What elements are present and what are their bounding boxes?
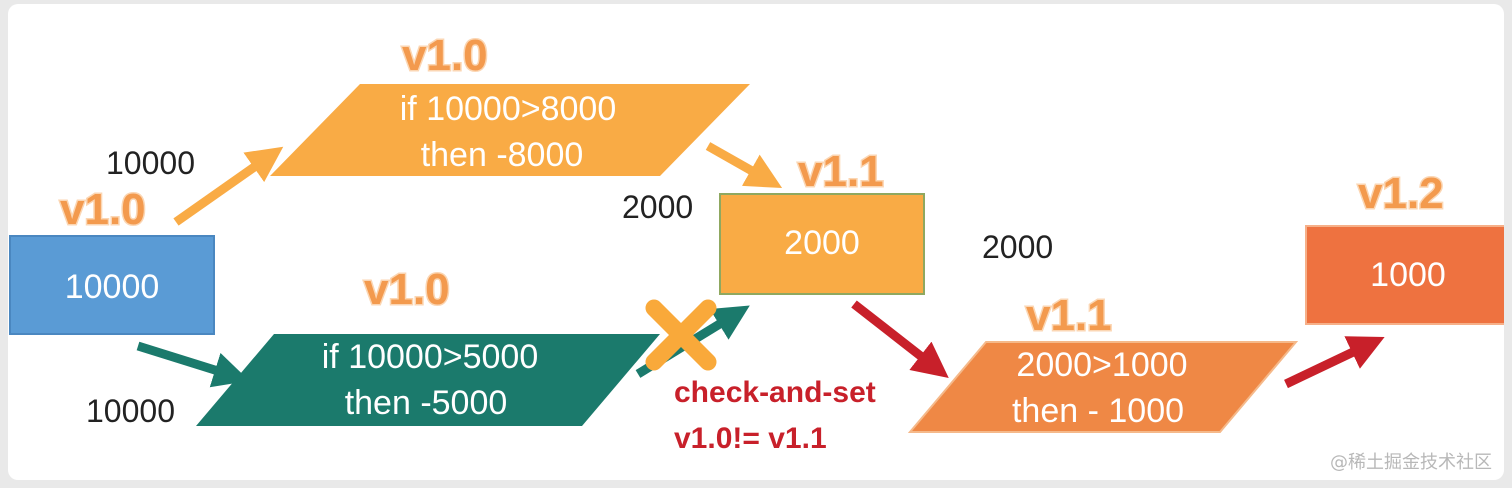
third-input-value: 2000 bbox=[982, 229, 1053, 265]
lower-operation-box bbox=[196, 334, 660, 426]
cas-diagram: 10000 v1.0 10000 v1.0 if 10000>8000 then… bbox=[9, 30, 1504, 473]
cross-icon bbox=[645, 299, 717, 371]
lower-operation-line2: then -5000 bbox=[345, 384, 508, 422]
initial-version-label: v1.0 bbox=[60, 185, 146, 234]
conflict-text-line1: check-and-set bbox=[674, 376, 876, 409]
watermark-text: @稀土掘金技术社区 bbox=[1330, 452, 1492, 473]
upper-operation-line1: if 10000>8000 bbox=[400, 90, 616, 128]
third-operation-line2: then - 1000 bbox=[1012, 392, 1184, 430]
arrow-initial-to-lower bbox=[136, 341, 250, 388]
result-version-label: v1.1 bbox=[798, 147, 884, 196]
upper-operation-box bbox=[270, 84, 750, 176]
result-input-value: 2000 bbox=[622, 189, 693, 225]
upper-input-value: 10000 bbox=[106, 145, 195, 181]
result-value-box bbox=[719, 193, 925, 295]
conflict-text-line2: v1.0!= v1.1 bbox=[674, 422, 827, 455]
third-version-label: v1.1 bbox=[1026, 291, 1112, 340]
arrow-third-to-final bbox=[1284, 336, 1385, 389]
arrow-result-to-third bbox=[851, 300, 949, 378]
lower-input-value: 10000 bbox=[86, 393, 175, 429]
arrow-upper-to-result bbox=[705, 142, 783, 188]
arrow-initial-to-upper bbox=[173, 146, 284, 226]
lower-version-label: v1.0 bbox=[364, 265, 450, 314]
lower-operation-line1: if 10000>5000 bbox=[322, 338, 538, 376]
initial-value-box bbox=[9, 235, 215, 335]
third-operation-line1: 2000>1000 bbox=[1016, 346, 1187, 384]
initial-value-text: 10000 bbox=[65, 268, 160, 306]
result-value-text: 2000 bbox=[784, 224, 860, 262]
final-value-text: 1000 bbox=[1370, 256, 1446, 294]
diagram-canvas: 10000 v1.0 10000 v1.0 if 10000>8000 then… bbox=[8, 4, 1504, 480]
upper-version-label: v1.0 bbox=[402, 31, 488, 80]
third-operation-box bbox=[907, 341, 1299, 433]
upper-operation-line2: then -8000 bbox=[421, 136, 584, 174]
final-value-box bbox=[1305, 225, 1504, 325]
final-version-label: v1.2 bbox=[1358, 169, 1444, 218]
